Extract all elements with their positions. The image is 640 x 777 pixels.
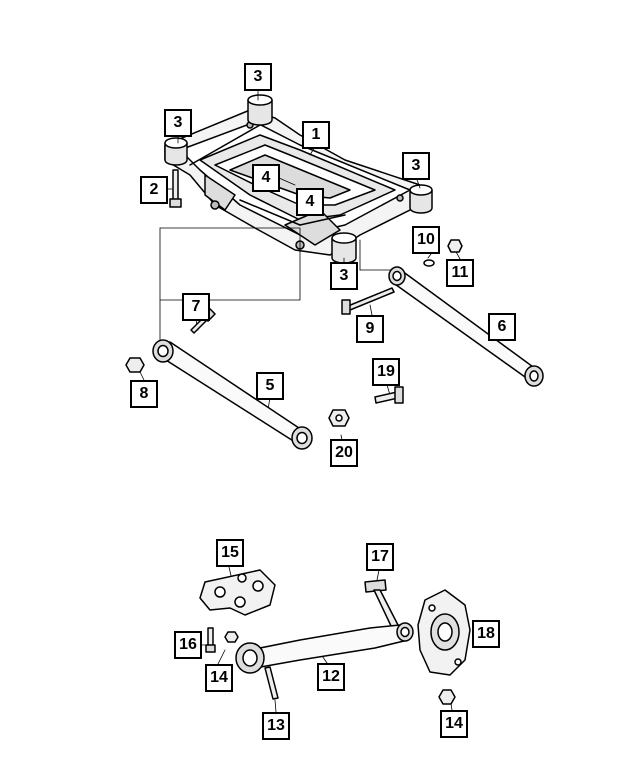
callout-14-upper: 14 (205, 664, 233, 692)
callout-15: 15 (216, 539, 244, 567)
bushing-part-top (247, 94, 273, 126)
bracket-part-15 (199, 569, 276, 616)
callout-5: 5 (256, 372, 284, 400)
callout-2: 2 (140, 176, 168, 204)
crossmember-part (164, 109, 431, 256)
callout-16: 16 (174, 631, 202, 659)
bolt-part-2 (169, 169, 182, 208)
callout-19: 19 (372, 358, 400, 386)
trailing-arm-part-12 (235, 622, 414, 674)
link-arm-part-6 (388, 266, 544, 387)
nut-part-8 (125, 357, 145, 373)
bolt-part-9 (341, 287, 395, 315)
callout-6: 6 (488, 313, 516, 341)
callout-17: 17 (366, 543, 394, 571)
bolt-part-16 (205, 627, 216, 653)
bushing-part-left (164, 137, 188, 166)
callout-4-upper: 4 (252, 164, 280, 192)
callout-3-right: 3 (402, 152, 430, 180)
callout-7: 7 (182, 293, 210, 321)
callout-18: 18 (472, 620, 500, 648)
nut-part-20 (328, 409, 350, 427)
callout-20: 20 (330, 439, 358, 467)
link-arm-part-5 (152, 339, 313, 450)
callout-4-lower: 4 (296, 188, 324, 216)
bolt-part-13 (264, 666, 279, 700)
callout-12: 12 (317, 663, 345, 691)
callout-3-top: 3 (244, 63, 272, 91)
bolt-part-19 (374, 386, 404, 404)
callout-10: 10 (412, 226, 440, 254)
callout-3-left: 3 (164, 109, 192, 137)
knuckle-part-18 (417, 589, 471, 676)
callout-11: 11 (446, 259, 474, 287)
nut-part-14-upper (224, 631, 239, 643)
bushing-part-right (409, 184, 433, 214)
callout-8: 8 (130, 380, 158, 408)
bolt-part-17 (364, 579, 399, 629)
callout-9: 9 (356, 315, 384, 343)
nut-part-11 (447, 239, 463, 253)
callout-3-bottom: 3 (330, 262, 358, 290)
washer-part-10 (423, 259, 435, 267)
nut-part-14-lower (438, 689, 456, 705)
callout-13: 13 (262, 712, 290, 740)
callout-1: 1 (302, 121, 330, 149)
callout-14-lower: 14 (440, 710, 468, 738)
